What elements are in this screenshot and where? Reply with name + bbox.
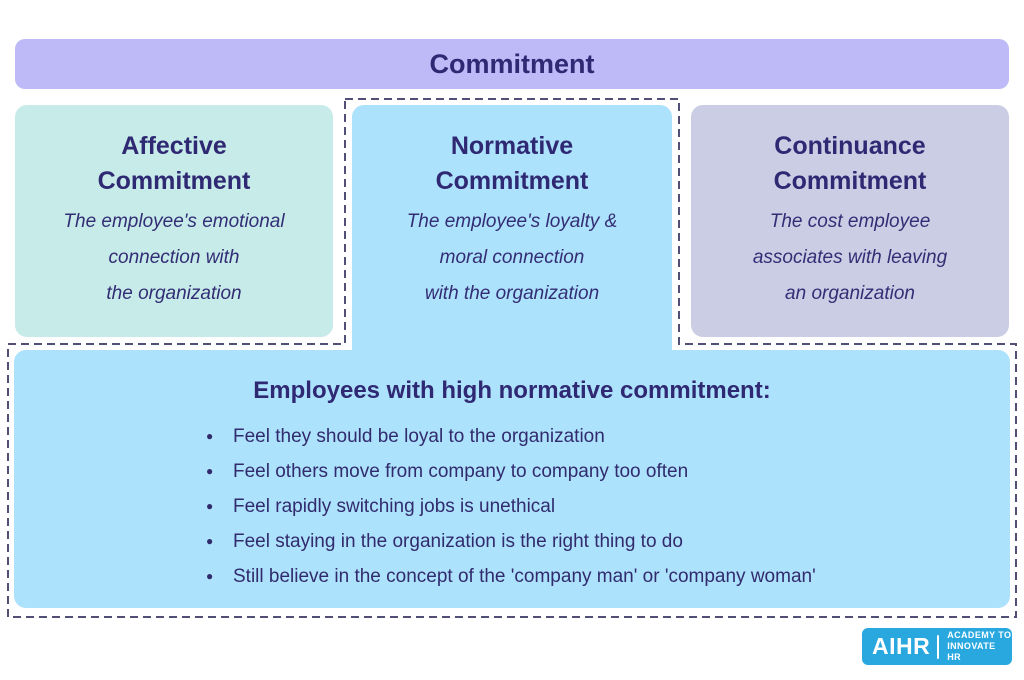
- list-item: ● Feel they should be loyal to the organ…: [206, 419, 990, 454]
- continuance-desc-line-3: an organization: [785, 283, 915, 304]
- list-item: ● Still believe in the concept of the 'c…: [206, 559, 990, 594]
- logo-divider: [937, 634, 940, 659]
- normative-card-title: Normative Commitment: [352, 129, 672, 199]
- bullet-text: Feel others move from company to company…: [233, 461, 689, 482]
- affective-desc-line-3: the organization: [106, 283, 242, 304]
- normative-detail-panel: Employees with high normative commitment…: [14, 350, 1010, 608]
- continuance-desc-line-2: associates with leaving: [752, 247, 948, 268]
- affective-commitment-card: Affective Commitment The employee's emot…: [15, 105, 333, 337]
- continuance-card-description: The cost employee associates with leavin…: [691, 204, 1009, 312]
- affective-desc-line-1: The employee's emotional: [63, 211, 285, 232]
- continuance-title-line-2: Commitment: [773, 167, 927, 195]
- list-item: ● Feel others move from company to compa…: [206, 454, 990, 489]
- normative-title-line-2: Commitment: [435, 167, 589, 195]
- tagline-line-1: ACADEMY TO: [947, 630, 1012, 640]
- continuance-title-line-1: Continuance: [774, 132, 926, 160]
- affective-title-line-1: Affective: [121, 132, 227, 160]
- continuance-card-title: Continuance Commitment: [691, 129, 1009, 199]
- bullet-icon: ●: [206, 569, 214, 583]
- commitment-banner: Commitment: [15, 39, 1009, 89]
- bullet-text: Feel staying in the organization is the …: [233, 531, 683, 552]
- banner-title: Commitment: [429, 48, 595, 79]
- aihr-logo-brand: AIHR: [872, 633, 931, 659]
- list-item: ● Feel staying in the organization is th…: [206, 524, 990, 559]
- normative-desc-line-1: The employee's loyalty &: [406, 211, 618, 232]
- bullet-text: Feel they should be loyal to the organiz…: [233, 426, 605, 447]
- bullet-icon: ●: [206, 534, 214, 548]
- bullet-icon: ●: [206, 499, 214, 513]
- normative-title-line-1: Normative: [450, 132, 574, 160]
- continuance-commitment-card: Continuance Commitment The cost employee…: [691, 105, 1009, 337]
- affective-desc-line-2: connection with: [108, 247, 240, 268]
- aihr-logo: AIHR ACADEMY TO INNOVATE HR: [862, 628, 1012, 665]
- tagline-line-2: INNOVATE HR: [947, 641, 996, 662]
- detail-bullet-list: ● Feel they should be loyal to the organ…: [14, 419, 1010, 594]
- normative-card-description: The employee's loyalty & moral connectio…: [352, 204, 672, 312]
- affective-card-description: The employee's emotional connection with…: [15, 204, 333, 312]
- normative-desc-line-3: with the organization: [424, 283, 600, 304]
- aihr-logo-tagline: ACADEMY TO INNOVATE HR: [947, 630, 1012, 663]
- bullet-icon: ●: [206, 429, 214, 443]
- bullet-text: Feel rapidly switching jobs is unethical: [233, 496, 556, 517]
- affective-title-line-2: Commitment: [97, 167, 251, 195]
- continuance-desc-line-1: The cost employee: [769, 211, 931, 232]
- bullet-text: Still believe in the concept of the 'com…: [233, 566, 816, 587]
- affective-card-title: Affective Commitment: [15, 129, 333, 199]
- detail-panel-heading: Employees with high normative commitment…: [253, 377, 771, 404]
- list-item: ● Feel rapidly switching jobs is unethic…: [206, 489, 990, 524]
- normative-commitment-card: Normative Commitment The employee's loya…: [352, 105, 672, 357]
- bullet-icon: ●: [206, 464, 214, 478]
- normative-desc-line-2: moral connection: [439, 247, 585, 268]
